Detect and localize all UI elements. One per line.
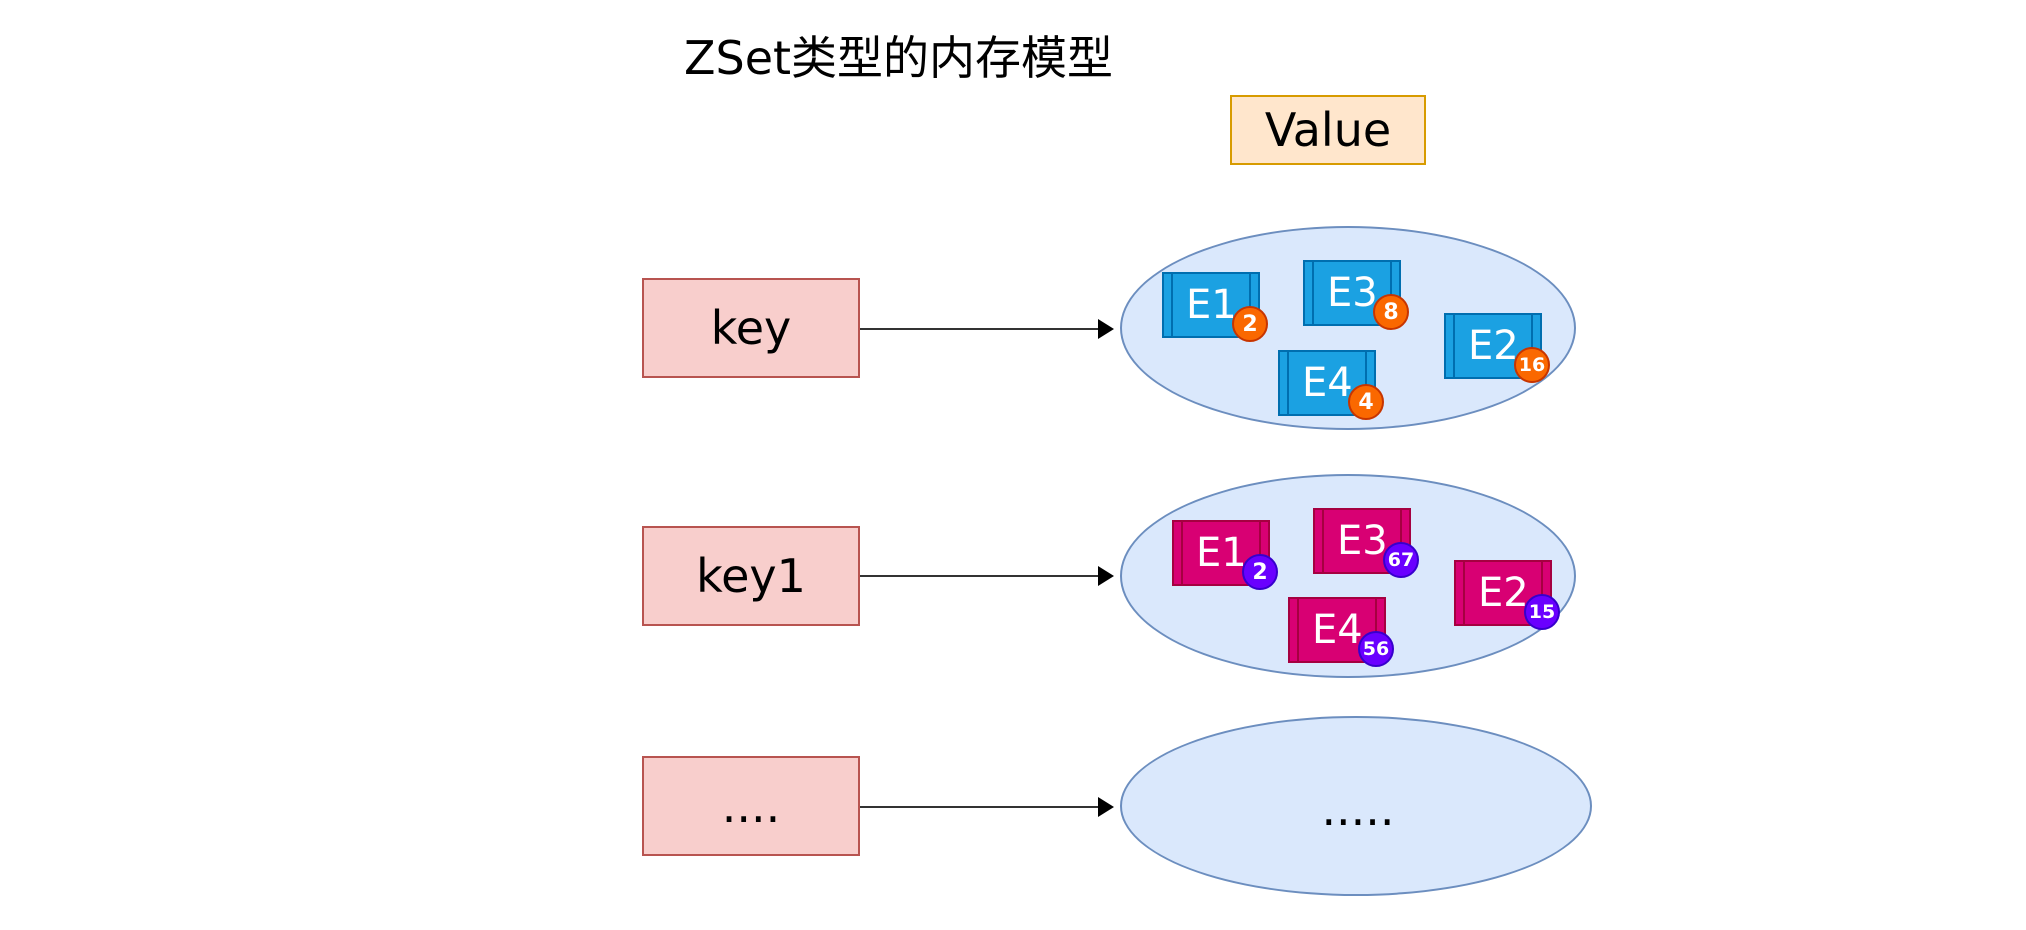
set-element-e1: E1 2 [1172,520,1278,590]
score-badge: 16 [1514,347,1550,383]
value-placeholder: ..... [1321,782,1395,836]
arrow-key1-to-set [860,566,1114,586]
score-badge: 4 [1348,384,1384,420]
element-name: E3 [1327,270,1378,316]
set-element-e3: E3 8 [1303,260,1409,330]
element-name: E1 [1186,282,1237,328]
element-name: E3 [1337,518,1388,564]
set-element-e3: E3 67 [1313,508,1419,578]
score-badge: 2 [1232,306,1268,342]
score-badge: 2 [1242,554,1278,590]
set-element-e1: E1 2 [1162,272,1268,342]
key-box-key1: key1 [642,526,860,626]
element-name: E2 [1478,570,1529,616]
set-element-e2: E2 15 [1454,560,1560,630]
score-badge: 15 [1524,594,1560,630]
element-name: E2 [1468,323,1519,369]
key-box-key: key [642,278,860,378]
sorted-set-ellipse-more [1120,716,1592,896]
set-element-e4: E4 4 [1278,350,1384,420]
score-badge: 67 [1383,542,1419,578]
element-name: E1 [1196,530,1247,576]
arrow-key-to-set [860,319,1114,339]
diagram-title: ZSet类型的内存模型 [684,31,1114,85]
score-badge: 56 [1358,631,1394,667]
set-element-e4: E4 56 [1288,597,1394,667]
set-element-e2: E2 16 [1444,313,1550,383]
score-badge: 8 [1373,294,1409,330]
element-name: E4 [1302,360,1353,406]
element-name: E4 [1312,607,1363,653]
value-label-box: Value [1230,95,1426,165]
key-box-more: .... [642,756,860,856]
arrow-more-to-set [860,797,1114,817]
